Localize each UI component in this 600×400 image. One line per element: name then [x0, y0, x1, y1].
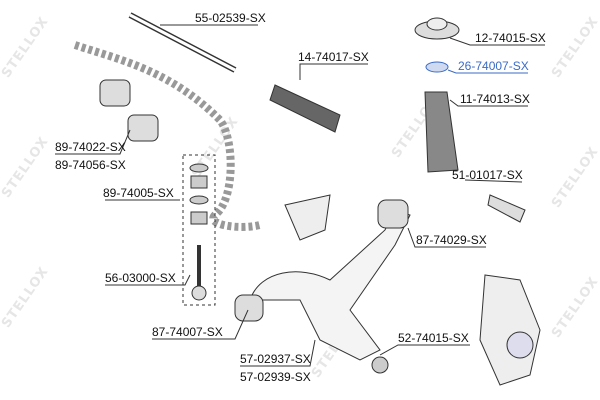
link-kit-box [182, 154, 216, 306]
part-label-89-74005-sx[interactable]: 89-74005-SX [103, 186, 174, 200]
part-label-51-01017-sx[interactable]: 51-01017-SX [452, 168, 523, 182]
steering-boot-part [269, 84, 341, 133]
tie-rod-end-part [487, 194, 526, 223]
part-label-57-02939-sx[interactable]: 57-02939-SX [240, 370, 311, 384]
shock-boot-part [424, 91, 459, 173]
part-label-26-74007-sx[interactable]: 26-74007-SX [458, 59, 529, 73]
control-arm-part [249, 209, 411, 361]
part-label-11-74013-sx[interactable]: 11-74013-SX [460, 92, 530, 106]
bearing-part [425, 61, 449, 73]
stabilizer-bar [73, 41, 261, 231]
part-label-89-74056-sx[interactable]: 89-74056-SX [55, 158, 126, 172]
part-label-12-74015-sx[interactable]: 12-74015-SX [475, 31, 546, 45]
part-label-87-74029-sx[interactable]: 87-74029-SX [416, 233, 487, 247]
part-label-87-74007-sx[interactable]: 87-74007-SX [152, 325, 223, 339]
part-label-57-02937-sx[interactable]: 57-02937-SX [240, 352, 311, 366]
arm-bushing-part [377, 199, 409, 229]
part-label-14-74017-sx[interactable]: 14-74017-SX [298, 50, 369, 64]
part-label-55-02539-sx[interactable]: 55-02539-SX [195, 11, 266, 25]
part-label-56-03000-sx[interactable]: 56-03000-SX [105, 271, 176, 285]
knuckle-part [479, 274, 541, 386]
stabilizer-bushing-part [127, 114, 159, 142]
tie-rod-part [128, 12, 237, 73]
ball-joint-part [371, 356, 389, 374]
part-label-89-74022-sx[interactable]: 89-74022-SX [55, 140, 126, 154]
part-label-52-74015-sx[interactable]: 52-74015-SX [398, 331, 469, 345]
stabilizer-bushing-part [99, 79, 131, 107]
arm-bushing-part [234, 294, 264, 322]
